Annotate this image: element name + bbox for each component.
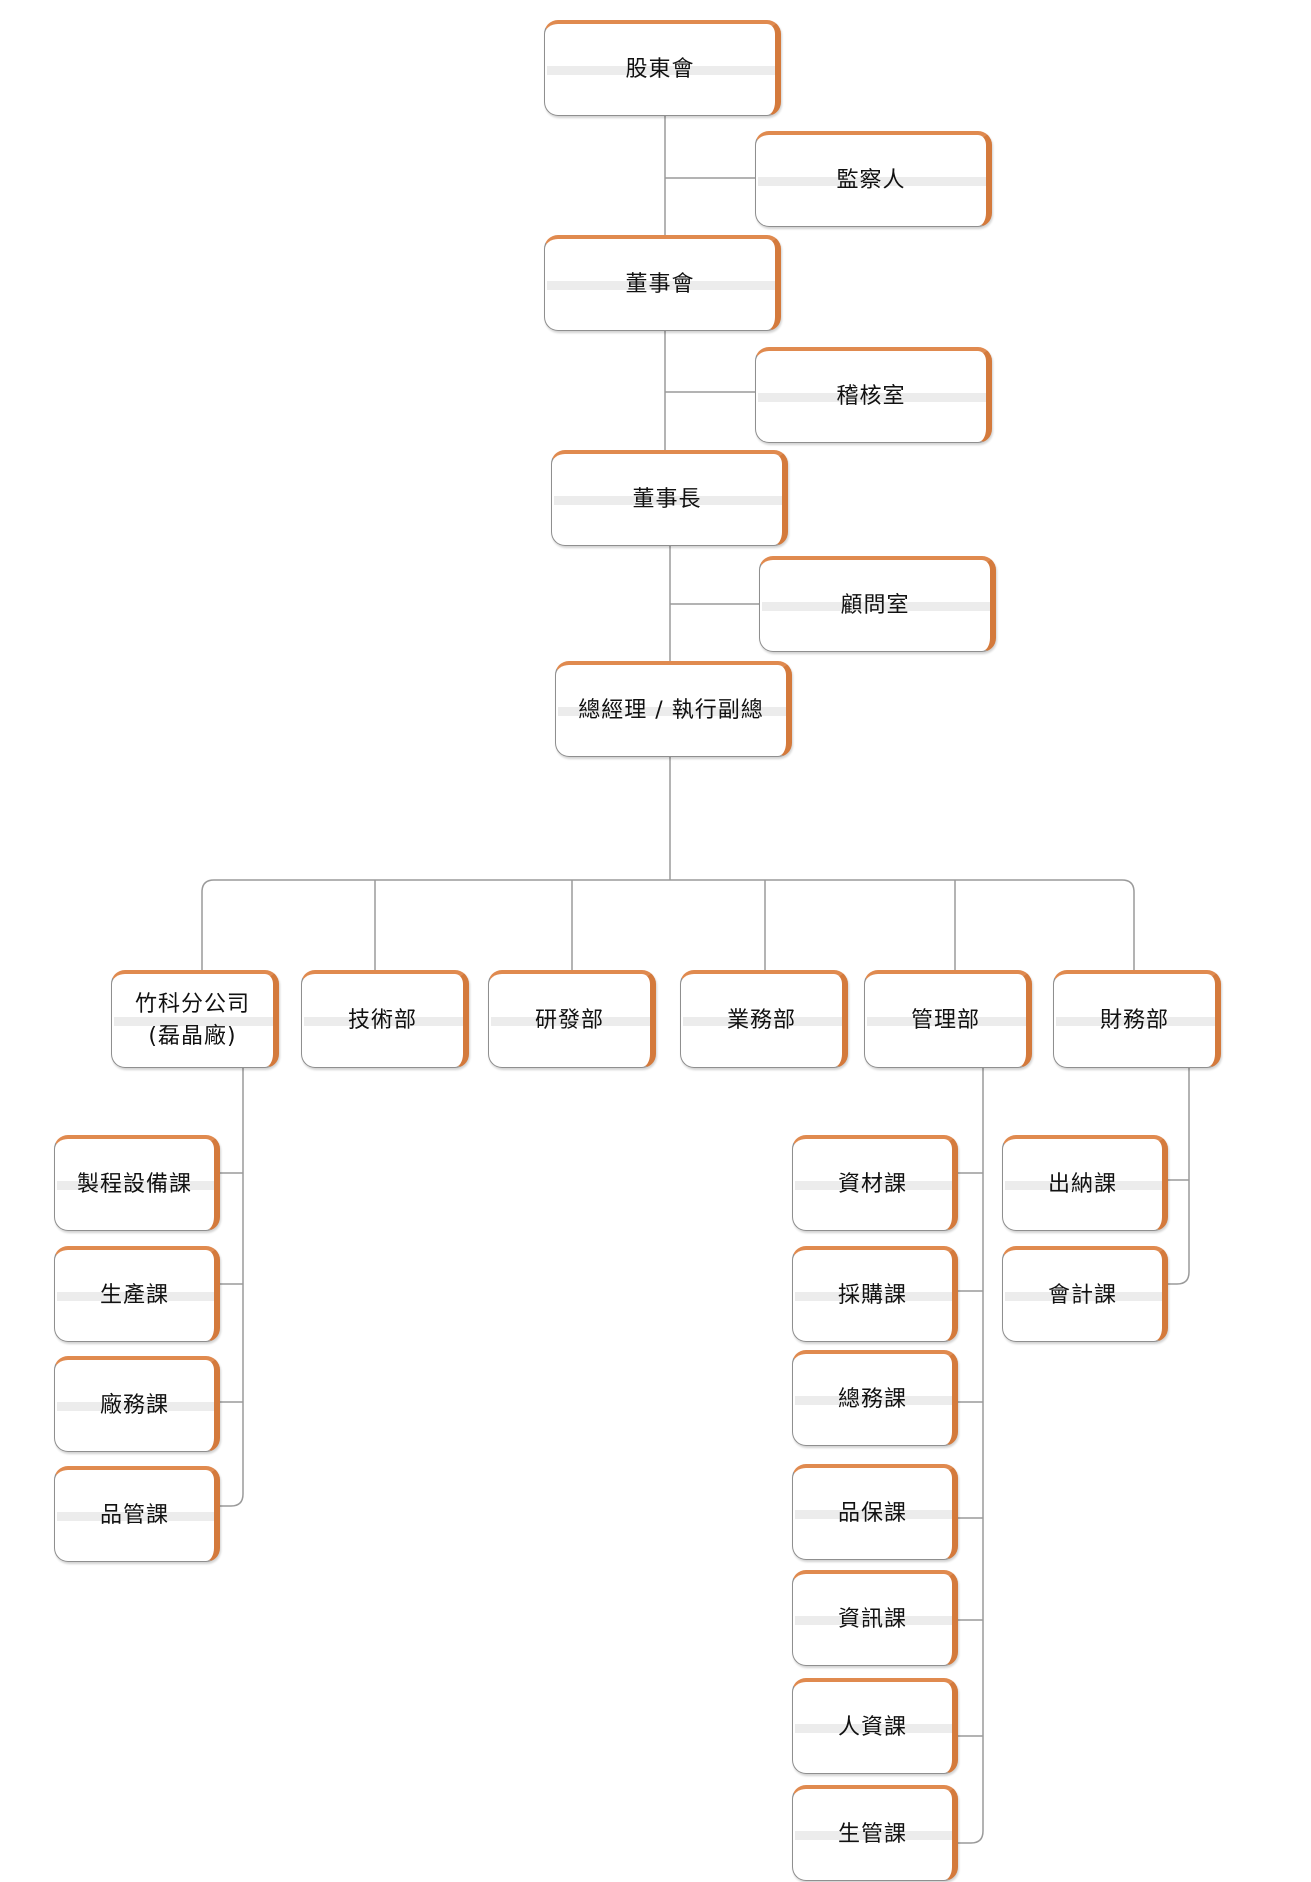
dept-hsinchu-branch: 竹科分公司 (磊晶廠) — [111, 970, 279, 1068]
section-production: 生產課 — [54, 1246, 220, 1342]
section-materials: 資材課 — [792, 1135, 958, 1231]
section-purchasing: 採購課 — [792, 1246, 958, 1342]
node-label: 資材課 — [837, 1171, 907, 1197]
section-cashier: 出納課 — [1002, 1135, 1168, 1231]
node-label: 品管課 — [99, 1502, 169, 1528]
dept-technology: 技術部 — [301, 970, 469, 1068]
node-audit: 稽核室 — [755, 347, 992, 443]
node-label: 竹科分公司 (磊晶廠) — [134, 991, 250, 1049]
dept-rnd: 研發部 — [488, 970, 656, 1068]
section-information: 資訊課 — [792, 1570, 958, 1666]
section-production-control: 生管課 — [792, 1785, 958, 1881]
node-shareholders: 股東會 — [544, 20, 781, 116]
node-label: 出納課 — [1047, 1171, 1117, 1197]
node-label: 稽核室 — [836, 383, 906, 409]
section-quality-control: 品管課 — [54, 1466, 220, 1562]
node-label: 業務部 — [726, 1007, 796, 1033]
dept-management: 管理部 — [864, 970, 1032, 1068]
node-label: 股東會 — [625, 56, 695, 82]
node-label: 會計課 — [1047, 1282, 1117, 1308]
node-label: 董事會 — [625, 271, 695, 297]
dept-finance: 財務部 — [1053, 970, 1221, 1068]
node-supervisor: 監察人 — [755, 131, 992, 227]
section-accounting: 會計課 — [1002, 1246, 1168, 1342]
node-label: 顧問室 — [840, 592, 910, 618]
node-label: 財務部 — [1099, 1007, 1169, 1033]
section-quality-assurance: 品保課 — [792, 1464, 958, 1560]
section-process-equipment: 製程設備課 — [54, 1135, 220, 1231]
node-advisory: 顧問室 — [759, 556, 996, 652]
node-label: 人資課 — [837, 1714, 907, 1740]
node-label: 生管課 — [837, 1821, 907, 1847]
section-human-resources: 人資課 — [792, 1678, 958, 1774]
node-board: 董事會 — [544, 235, 781, 331]
node-general-manager: 總經理 / 執行副總 — [555, 661, 792, 757]
node-label: 廠務課 — [99, 1392, 169, 1418]
node-label: 採購課 — [837, 1282, 907, 1308]
node-label: 總經理 / 執行副總 — [578, 697, 764, 723]
node-label: 董事長 — [632, 486, 702, 512]
node-label: 監察人 — [836, 167, 906, 193]
node-label: 資訊課 — [837, 1606, 907, 1632]
section-facilities: 廠務課 — [54, 1356, 220, 1452]
section-general-affairs: 總務課 — [792, 1350, 958, 1446]
node-label: 總務課 — [837, 1386, 907, 1412]
node-label: 生產課 — [99, 1282, 169, 1308]
node-label: 製程設備課 — [76, 1171, 192, 1197]
node-label: 技術部 — [347, 1007, 417, 1033]
node-label: 管理部 — [910, 1007, 980, 1033]
dept-sales: 業務部 — [680, 970, 848, 1068]
node-label: 品保課 — [837, 1500, 907, 1526]
node-chairman: 董事長 — [551, 450, 788, 546]
node-label: 研發部 — [534, 1007, 604, 1033]
